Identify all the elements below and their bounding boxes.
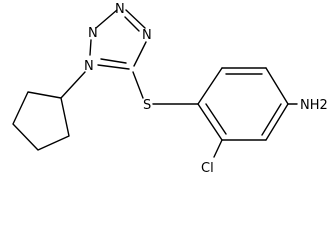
bond-n3-c5 bbox=[133, 41, 147, 67]
bond-ar3-ar4 bbox=[265, 67, 289, 105]
bonds bbox=[12, 9, 298, 158]
atom-nh2: NH2 bbox=[300, 98, 328, 113]
bond-n2-n3-inner bbox=[124, 16, 140, 32]
atom-n3: N bbox=[142, 28, 152, 43]
bond-ar1-ar2 bbox=[197, 67, 223, 105]
atom-s: S bbox=[143, 98, 151, 113]
bond-n2-n3 bbox=[125, 9, 146, 29]
bond-ar4-ar5-inner bbox=[261, 103, 282, 136]
bond-c5-s bbox=[132, 71, 144, 99]
structure-diagram: N N N N S NH2 Cl bbox=[12, 2, 328, 176]
atom-n4: N bbox=[84, 59, 94, 74]
bond-ar6-ar1 bbox=[197, 103, 223, 141]
atom-labels: N N N N S NH2 Cl bbox=[84, 2, 328, 176]
bond-ar6-cl bbox=[213, 139, 223, 158]
molecule-structure: N N N N S NH2 Cl bbox=[12, 2, 328, 176]
bond-ar4-ar5 bbox=[265, 103, 289, 141]
atom-n2: N bbox=[115, 2, 125, 17]
bond-n1-n2 bbox=[95, 9, 118, 29]
bond-n4-n1 bbox=[89, 39, 92, 56]
bond-ar6-ar1-inner bbox=[205, 103, 227, 135]
bond-c5-n4 bbox=[97, 64, 130, 70]
bond-n4-cp bbox=[60, 71, 86, 99]
atom-n1: N bbox=[88, 26, 98, 41]
atom-cl: Cl bbox=[201, 161, 214, 176]
bond-c5-n4-inner bbox=[100, 58, 127, 64]
cyclopentane-ring bbox=[12, 91, 70, 151]
